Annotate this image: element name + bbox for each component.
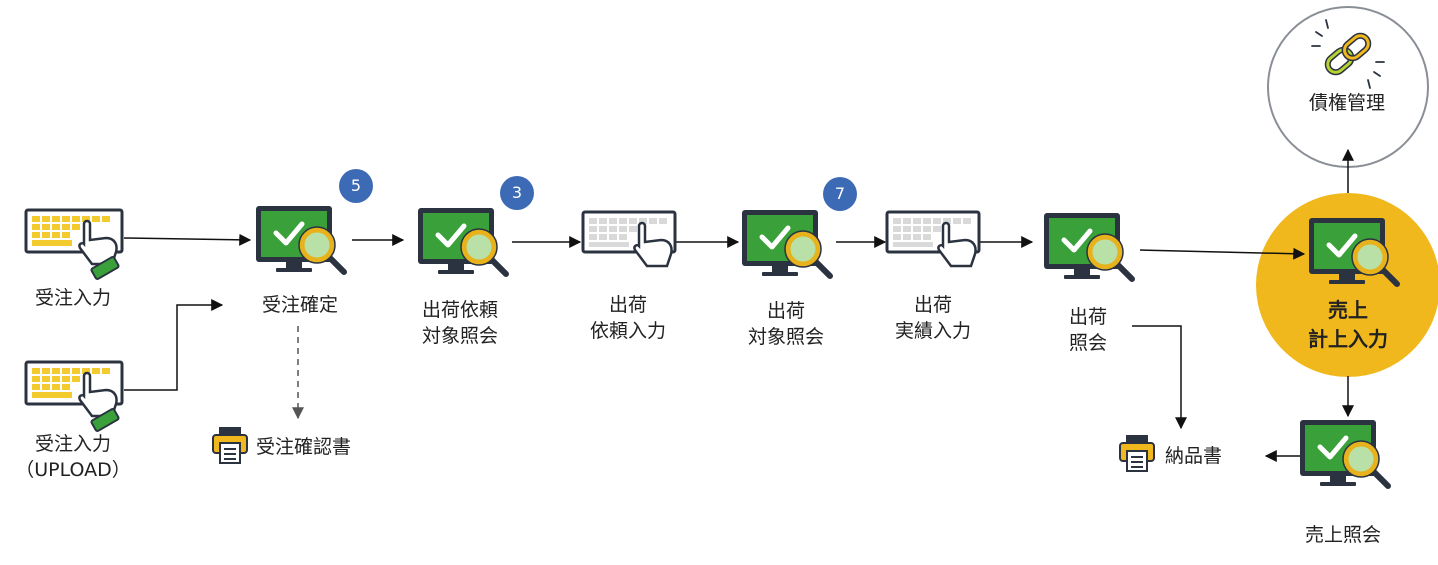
count-badge: 7 [823,177,857,211]
keyboard-icon [24,208,124,282]
step-label-ship-target-inquiry: 出荷 対象照会 [747,300,825,348]
step-label-order-confirm: 受注確定 [261,294,339,316]
highlight-circle [1256,193,1438,377]
step-label-sales-inquiry: 売上照会 [1304,524,1382,546]
step-label-ship-result-input: 出荷 実績入力 [894,294,972,342]
keyboard-icon [24,360,124,434]
arrow-input-to-confirm [123,233,252,246]
count-badge: 3 [500,176,534,210]
credit-management-label: 債権管理 [1308,92,1386,114]
step-label-sales-entry: 売上 計上入力 [1308,298,1388,351]
monitor-search-icon [1044,213,1132,279]
count-badge: 5 [339,169,373,203]
credit-circle[interactable] [1267,6,1429,168]
step-label-ship-request-inquiry: 出荷依頼 対象照会 [421,299,499,347]
chain-link-icon [1311,19,1385,89]
output-order-confirmation: 受注確認書 [256,436,352,458]
output-delivery-note: 納品書 [1165,445,1223,467]
arrow-upload-to-confirm [124,299,224,391]
step-label-ship-request-input: 出荷 依頼入力 [589,294,667,342]
monitor-search-icon [256,206,344,272]
step-label-order-input: 受注入力 [34,287,112,309]
printer-icon [1119,434,1155,472]
monitor-search-icon [1300,420,1388,486]
step-label-order-upload: 受注入力 （UPLOAD） [15,433,131,481]
step-label-ship-inquiry: 出荷 照会 [1068,306,1108,354]
arrow-inquiry-to-delivery [1132,325,1187,430]
keyboard-icon [885,210,981,268]
connectors [123,148,1354,462]
keyboard-icon [581,210,677,268]
arrow-inquiry-to-sales [1139,247,1306,260]
monitor-search-icon [742,210,830,276]
monitor-search-icon [418,208,506,274]
printer-icon [212,426,248,464]
